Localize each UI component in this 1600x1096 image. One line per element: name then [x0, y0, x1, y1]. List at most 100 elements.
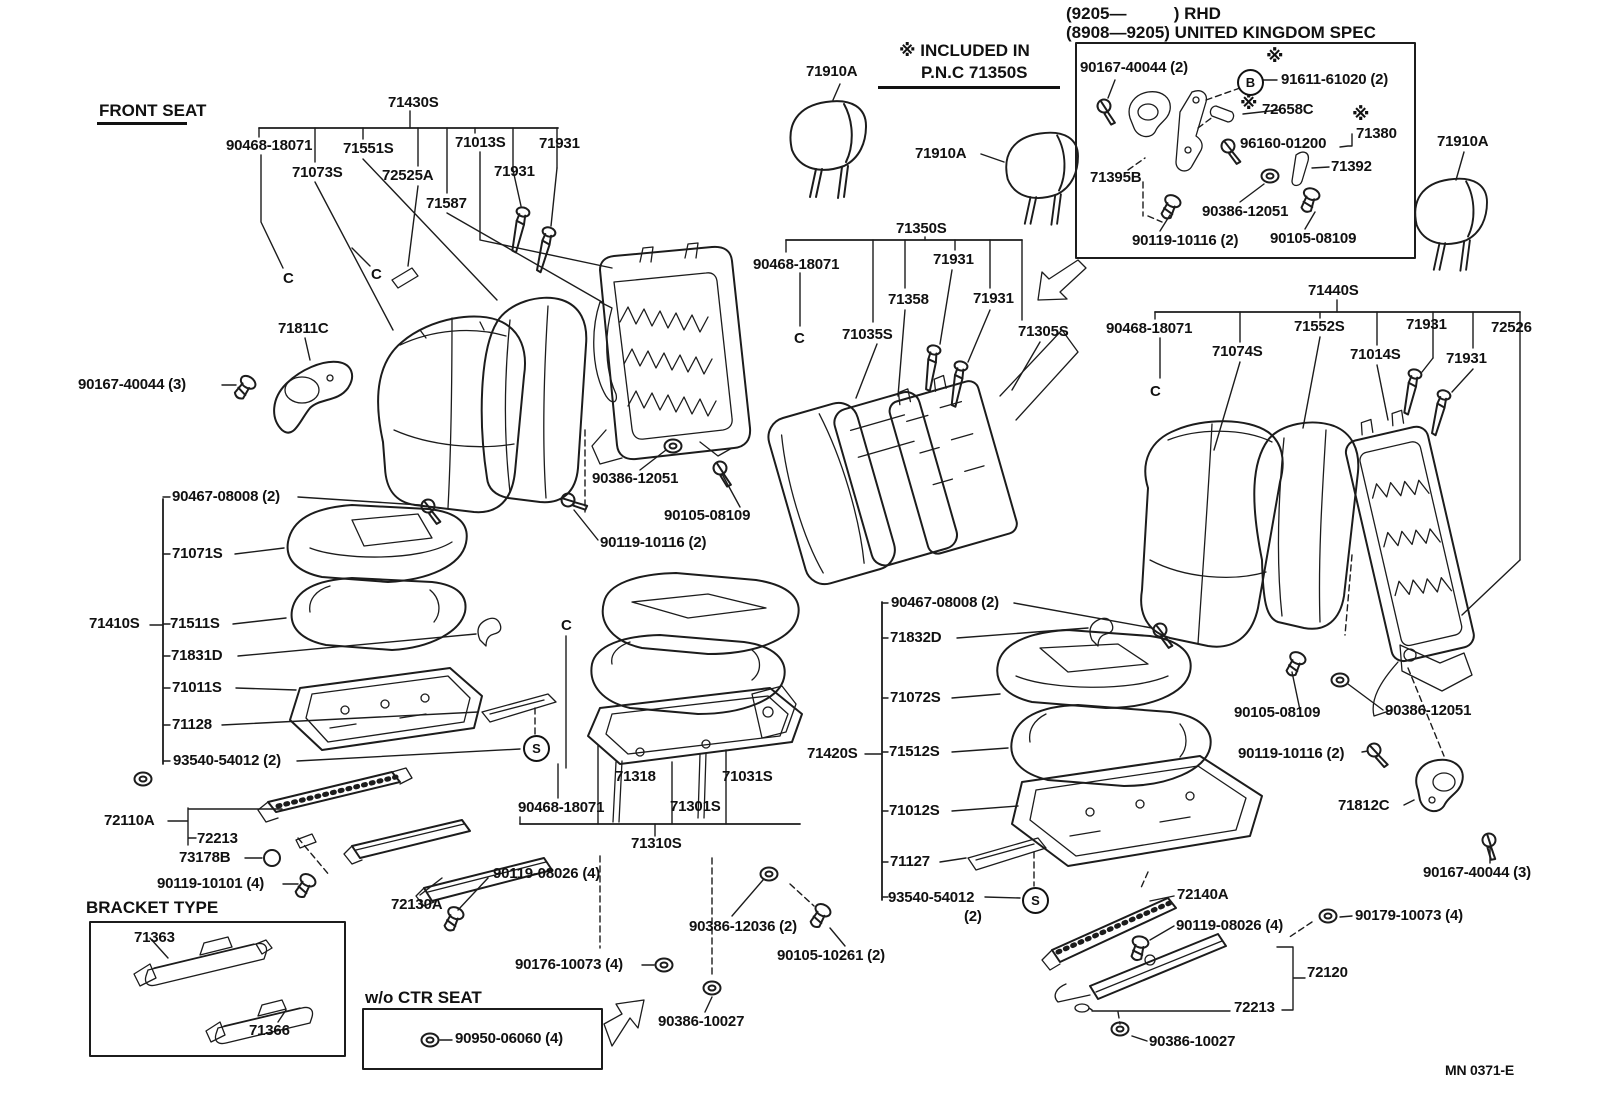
center-back-board — [833, 391, 958, 567]
callout-90468-18071: 90468-18071 — [753, 256, 840, 273]
callout-90167-40044-2: 90167-40044 (2) — [1080, 59, 1188, 76]
callout-96160-01200: 96160-01200 — [1240, 135, 1327, 152]
callout-71071S: 71071S — [172, 545, 223, 562]
callout-71011S: 71011S — [172, 679, 222, 696]
right-seat-back-frame — [1344, 409, 1475, 663]
callout-71301S: 71301S — [670, 798, 721, 815]
bracket-71363 — [133, 936, 273, 987]
callout-72526: 72526 — [1491, 319, 1532, 336]
center-back-pad — [767, 401, 896, 586]
callout-71910A: 71910A — [915, 145, 967, 162]
circled-b-mark: B — [1237, 69, 1264, 96]
callout-71811C: 71811C — [278, 320, 329, 337]
callout-71430S: 71430S — [388, 94, 439, 111]
callout-72213: 72213 — [197, 830, 238, 847]
callout-71440S: 71440S — [1308, 282, 1359, 299]
callout-71395B: 71395B — [1090, 169, 1142, 186]
callout-90167-40044-3: 90167-40044 (3) — [1423, 864, 1531, 881]
recliner-cover-right — [1415, 758, 1464, 812]
included-pnc-note: P.N.C 71350S — [921, 63, 1028, 82]
left-cushion-callout-bracket — [149, 496, 521, 765]
callout-71072S: 71072S — [890, 689, 941, 706]
callout-90386-12036: 90386-12036 (2) — [689, 918, 797, 935]
right-back-callout-bracket — [1154, 299, 1521, 616]
right-cushion-cover — [996, 629, 1192, 709]
callout-71587: 71587 — [426, 195, 467, 212]
callout-90105-08109: 90105-08109 — [1234, 704, 1321, 721]
bracket-type-heading: BRACKET TYPE — [86, 898, 219, 917]
center-seat-frame — [587, 685, 803, 823]
right-cushion-callout-bracket — [864, 601, 1153, 901]
callout-71014S: 71014S — [1350, 346, 1401, 363]
callout-90468-18071: 90468-18071 — [1106, 320, 1193, 337]
callout-71410S: 71410S — [89, 615, 140, 632]
callout-71931: 71931 — [1446, 350, 1487, 367]
bracket-71366 — [205, 999, 314, 1045]
callout-71512S: 71512S — [889, 743, 940, 760]
center-back-callout-bracket — [785, 236, 1041, 399]
pointer-arrow-up — [603, 999, 645, 1047]
callout-90119-08026: 90119-08026 (4) — [1176, 917, 1284, 934]
bracket-type-box — [89, 921, 346, 1057]
callout-71310S: 71310S — [631, 835, 682, 852]
callout-71363: 71363 — [134, 929, 175, 946]
callout-93540-54012: 93540-54012 — [888, 889, 975, 906]
uk-spec-line2: (8908—9205) UNITED KINGDOM SPEC — [1066, 23, 1376, 42]
callout-71511S: 71511S — [170, 615, 220, 632]
seat-track-left-lower — [343, 819, 471, 865]
track-stopper-left — [295, 833, 317, 849]
callout-71551S: 71551S — [343, 140, 394, 157]
callout-71910A: 71910A — [1437, 133, 1489, 150]
callout-71910A: 71910A — [806, 63, 858, 80]
included-in-note: ※ INCLUDED IN — [899, 41, 1030, 60]
right-recliner — [1372, 644, 1473, 717]
connector-c-mark: C — [561, 617, 572, 634]
cushion-edge-strip-left — [481, 693, 557, 723]
callout-93540-54012: 93540-54012 (2) — [173, 752, 281, 769]
callout-72213: 72213 — [1234, 999, 1275, 1016]
left-seat-back-frame — [591, 242, 752, 465]
callout-71128: 71128 — [172, 716, 212, 733]
callout-71012S: 71012S — [889, 802, 940, 819]
seat-back-spring-rod — [593, 301, 618, 403]
reference-asterisk: ※ — [1266, 46, 1284, 67]
callout-71073S: 71073S — [292, 164, 343, 181]
connector-c-mark: C — [794, 330, 805, 347]
uk-spec-line1: (9205— ) RHD — [1066, 4, 1221, 23]
callout-72120: 72120 — [1307, 964, 1348, 981]
callout-71366: 71366 — [249, 1022, 290, 1039]
center-seat-callout-bracket — [519, 635, 801, 837]
callout-90950-06060: 90950-06060 (4) — [455, 1030, 563, 1047]
left-seat-back-cover — [377, 315, 526, 514]
wo-ctr-seat-heading: w/o CTR SEAT — [365, 988, 482, 1007]
callout-71013S: 71013S — [455, 134, 506, 151]
wo-ctr-seat-box — [362, 1008, 603, 1070]
callout-72130A: 72130A — [391, 896, 443, 913]
left-cushion-pan — [289, 667, 483, 751]
connector-c-mark: C — [283, 270, 294, 287]
connector-c-mark: C — [371, 266, 382, 283]
left-cushion-cover — [286, 504, 468, 583]
track-stopper-right — [1074, 1003, 1090, 1013]
callout-71812C: 71812C — [1338, 797, 1390, 814]
left-track-callouts — [167, 807, 489, 911]
callout-71832D: 71832D — [890, 629, 942, 646]
callout-71552S: 71552S — [1294, 318, 1345, 335]
cushion-hook-left — [477, 617, 502, 647]
callout-71074S: 71074S — [1212, 343, 1263, 360]
center-seat-cushion — [601, 572, 800, 655]
drawing-number: MN 0371-E — [1445, 1062, 1515, 1078]
callout-90468-18071: 90468-18071 — [518, 799, 605, 816]
uk-box-parts — [1128, 90, 1310, 187]
callout-90119-10116: 90119-10116 (2) — [1132, 232, 1239, 249]
connector-c-mark: C — [1150, 383, 1161, 400]
callout-90119-08026: 90119-08026 (4) — [493, 865, 601, 882]
right-track-callouts — [1088, 895, 1353, 1042]
callout-71318: 71318 — [615, 768, 656, 785]
callout-71931: 71931 — [973, 290, 1014, 307]
right-seat-back-pad — [1253, 421, 1360, 630]
callout-71305S: 71305S — [1018, 323, 1069, 340]
right-seat-back-cover — [1140, 420, 1284, 648]
headrest-support-clip — [391, 267, 419, 289]
